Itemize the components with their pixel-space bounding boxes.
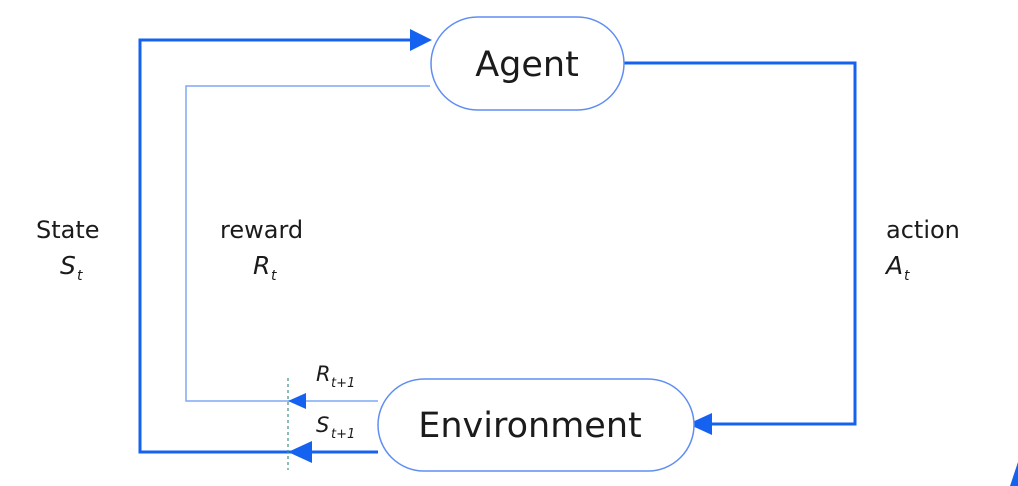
agent-label: Agent — [475, 45, 579, 85]
reward-word: reward — [220, 216, 303, 244]
state-word: State — [36, 216, 100, 244]
agent-node — [430, 16, 625, 111]
reward-subscript: t — [271, 268, 277, 284]
environment-label: Environment — [418, 406, 641, 446]
reward-path-line — [185, 85, 430, 402]
state-path-line — [138, 38, 414, 454]
action-symbol: A — [884, 251, 903, 280]
next-reward-subscript: t+1 — [331, 376, 355, 391]
next-state-subscript: t+1 — [331, 427, 355, 442]
next-state-symbol: S — [316, 413, 329, 437]
environment-node — [377, 378, 695, 472]
next-state-arrowhead — [288, 441, 312, 463]
state-symbol: S — [60, 251, 76, 280]
action-subscript: t — [904, 268, 910, 284]
action-path-line — [624, 61, 857, 426]
state-subscript: t — [77, 268, 83, 284]
corner-logo-fragment — [1010, 462, 1018, 486]
state-arrowhead-top — [410, 29, 432, 51]
next-reward-symbol: R — [316, 362, 331, 386]
action-arrowhead — [688, 413, 712, 435]
action-word: action — [886, 216, 960, 244]
reward-symbol: R — [253, 251, 270, 280]
reward-arrowhead — [288, 393, 306, 409]
